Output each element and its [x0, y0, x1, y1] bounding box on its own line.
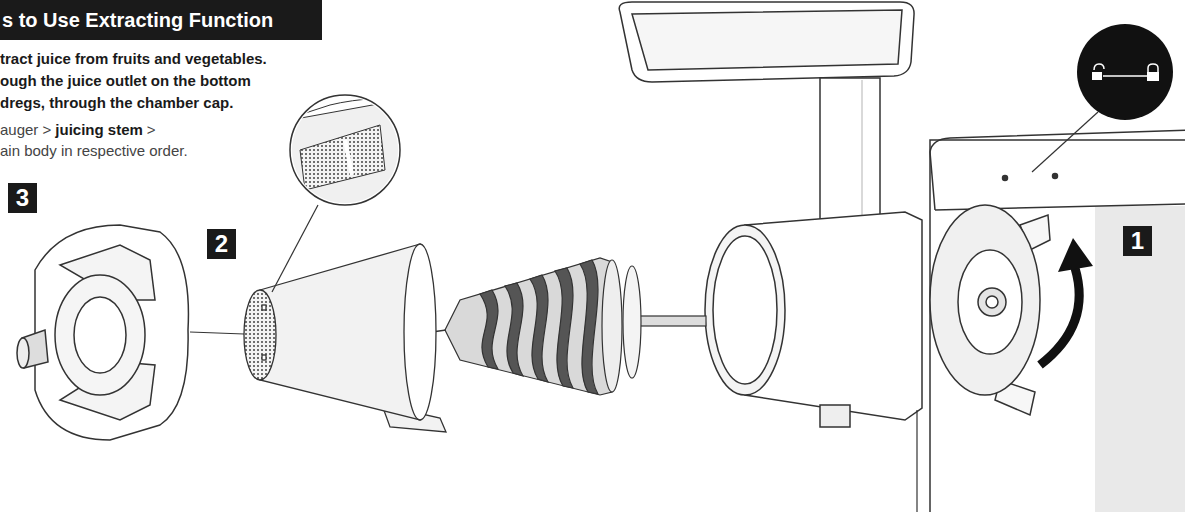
main-body-part — [930, 130, 1185, 210]
mounting-flange-part — [958, 250, 1022, 354]
mesh-detail-inset-part-part — [300, 125, 385, 190]
rotation-arrow-part — [1040, 268, 1079, 365]
mounting-flange-part — [986, 296, 998, 308]
lock-icon-inset-part — [1094, 64, 1104, 70]
rotation-arrow-part — [1058, 238, 1093, 272]
juicing-stem-part — [262, 355, 266, 360]
juicing-stem-part — [244, 290, 276, 380]
auger-part — [480, 290, 498, 369]
chamber-and-hopper — [619, 2, 922, 427]
main-body-part — [1003, 176, 1008, 181]
mounting-flange — [930, 205, 1050, 415]
auger-part — [555, 268, 573, 388]
lock-icon-inset-part — [1148, 64, 1158, 72]
chamber-and-hopper-part — [820, 78, 880, 228]
auger-part — [445, 258, 612, 395]
mesh-detail-inset-part-part — [345, 140, 352, 175]
step-text: ain body in respective order. — [0, 142, 188, 160]
main-body-part — [1095, 206, 1185, 512]
callout-number-text: 3 — [16, 186, 29, 210]
step-text: > — [147, 121, 156, 139]
lock-icon-inset — [1077, 24, 1173, 120]
callout-number: 3 — [8, 183, 37, 213]
main-body-part — [930, 140, 1185, 512]
mesh-detail-inset — [272, 95, 400, 292]
chamber-and-hopper-part — [820, 405, 850, 427]
auger-part — [505, 283, 523, 376]
lock-icon-inset-part — [1147, 72, 1159, 81]
chamber-cap-part — [55, 275, 145, 395]
main-body-part — [1053, 174, 1058, 179]
auger-part — [602, 260, 622, 392]
intro-text: dregs, through the chamber cap. — [0, 94, 233, 112]
chamber-and-hopper-part — [705, 225, 785, 395]
lock-icon-inset-part — [1092, 72, 1102, 80]
callout-number-text: 1 — [1131, 229, 1144, 253]
mounting-flange-part — [978, 288, 1006, 316]
inset-leader — [1032, 112, 1098, 172]
intro-text: tract juice from fruits and vegetables. — [0, 50, 267, 68]
chamber-cap — [17, 225, 188, 440]
mesh-detail-inset-part-part — [290, 100, 400, 210]
chamber-cap-part — [17, 338, 29, 368]
chamber-and-hopper-part — [632, 10, 902, 70]
chamber-and-hopper-part — [713, 236, 777, 384]
step-text: auger > — [0, 121, 51, 139]
juicing-stem-part — [262, 305, 266, 310]
mesh-detail-inset-part — [290, 98, 400, 210]
auger-part — [623, 266, 641, 378]
lock-icon-inset-part — [1077, 24, 1173, 120]
callout-number: 1 — [1123, 226, 1152, 256]
mounting-flange-part — [930, 205, 1040, 395]
callout-number: 2 — [207, 229, 236, 259]
chamber-and-hopper-part — [619, 2, 914, 82]
lock-icon-inset-part — [1103, 75, 1147, 77]
chamber-cap-part — [74, 297, 126, 373]
leader-line — [916, 410, 917, 512]
juicing-stem-part — [404, 244, 436, 420]
rotation-arrow — [1040, 238, 1093, 365]
assembly-line — [190, 332, 244, 334]
auger — [445, 258, 706, 395]
step-text: juicing stem — [55, 121, 143, 139]
auger-part — [636, 316, 706, 326]
juicing-stem — [244, 244, 446, 432]
auger-part — [580, 260, 598, 394]
main-body — [930, 130, 1185, 512]
callout-number-text: 2 — [215, 232, 228, 256]
mesh-detail-inset-part-part — [290, 98, 380, 118]
intro-text: ough the juice outlet on the bottom — [0, 72, 251, 90]
chamber-cap-part — [35, 225, 188, 440]
mesh-detail-inset-part — [272, 205, 318, 292]
chamber-and-hopper-part — [861, 80, 863, 225]
section-title: s to Use Extracting Function — [0, 0, 322, 40]
auger-part — [530, 275, 548, 382]
